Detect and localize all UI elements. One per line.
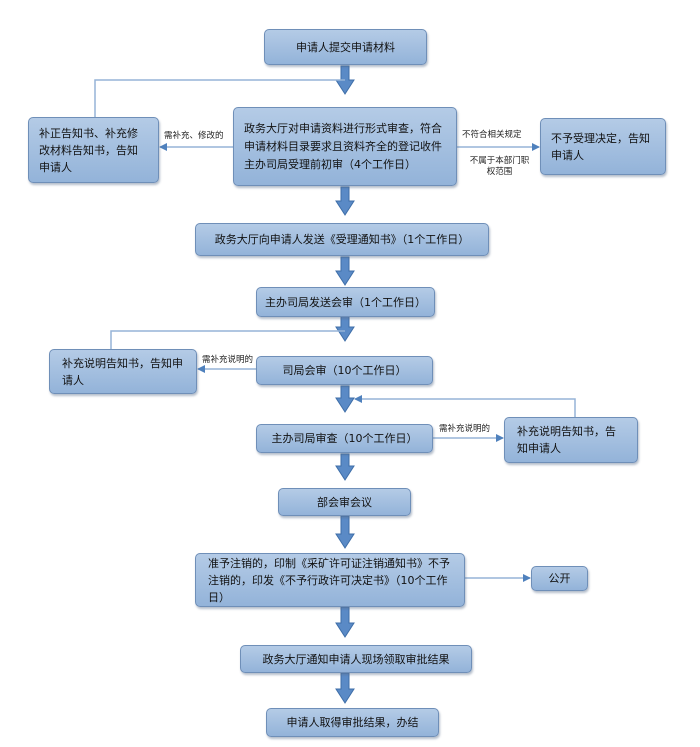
node-supplement-notice-right: 补充说明告知书，告知申请人 bbox=[504, 417, 638, 463]
node-notify-collect: 政务大厅通知申请人现场领取审批结果 bbox=[240, 645, 472, 673]
node-formal-review-text: 政务大厅对申请资料进行形式审查，符合申请材料目录要求且资料齐全的登记收件主办司局… bbox=[244, 121, 442, 171]
node-correction-notice: 补正告知书、补充修改材料告知书，告知申请人 bbox=[28, 117, 159, 183]
explain-left-return-line bbox=[110, 330, 345, 349]
down-arrow-9 bbox=[335, 672, 355, 704]
node-correction-notice-text: 补正告知书、补充修改材料告知书，告知申请人 bbox=[39, 126, 138, 174]
node-decision: 准予注销的，印制《采矿许可证注销通知书》不予注销的，印发《不予行政许可决定书》（… bbox=[195, 553, 465, 607]
down-arrow-8 bbox=[335, 606, 355, 638]
correction-return-line bbox=[94, 79, 345, 117]
node-notify-collect-text: 政务大厅通知申请人现场领取审批结果 bbox=[262, 652, 450, 666]
node-decision-text: 准予注销的，印制《采矿许可证注销通知书》不予注销的，印发《不予行政许可决定书》（… bbox=[208, 556, 450, 604]
label-not-compliant: 不符合相关规定 bbox=[462, 130, 522, 140]
node-not-accepted-text: 不予受理决定，告知申请人 bbox=[551, 131, 650, 162]
node-acceptance-notice-text: 政务大厅向申请人发送《受理通知书》（1个工作日） bbox=[214, 233, 470, 246]
node-submit-text: 申请人提交申请材料 bbox=[296, 40, 395, 54]
node-bureau-joint-review-text: 司局会审（10个工作日） bbox=[282, 364, 407, 377]
node-submit: 申请人提交申请材料 bbox=[264, 29, 427, 65]
node-obtain-result-text: 申请人取得审批结果，办结 bbox=[286, 716, 419, 729]
node-supplement-notice-right-text: 补充说明告知书，告知申请人 bbox=[517, 425, 616, 455]
label-need-explanation-right: 需补充说明的 bbox=[439, 424, 491, 434]
label-need-correction: 需补充、修改的 bbox=[164, 131, 224, 141]
node-publicize-text: 公开 bbox=[548, 572, 571, 585]
down-arrow-2 bbox=[335, 186, 355, 216]
node-publicize: 公开 bbox=[531, 566, 588, 591]
node-send-joint-review: 主办司局发送会审（1个工作日） bbox=[256, 287, 435, 317]
node-ministry-meeting-text: 部会审会议 bbox=[317, 495, 372, 509]
down-arrow-7 bbox=[335, 515, 355, 549]
node-send-joint-review-text: 主办司局发送会审（1个工作日） bbox=[265, 295, 426, 309]
node-bureau-joint-review: 司局会审（10个工作日） bbox=[256, 356, 433, 385]
node-formal-review: 政务大厅对申请资料进行形式审查，符合申请材料目录要求且资料齐全的登记收件主办司局… bbox=[233, 107, 457, 186]
node-not-accepted: 不予受理决定，告知申请人 bbox=[540, 118, 666, 175]
node-supplement-notice-left-text: 补充说明告知书，告知申请人 bbox=[62, 356, 183, 387]
down-arrow-5 bbox=[335, 385, 355, 413]
down-arrow-4 bbox=[335, 314, 355, 342]
down-arrow-6 bbox=[335, 453, 355, 481]
down-arrow-3 bbox=[335, 256, 355, 286]
explain-right-return-line bbox=[354, 395, 576, 417]
label-out-of-scope: 不属于本部门职 权范围 bbox=[469, 156, 530, 177]
node-acceptance-notice: 政务大厅向申请人发送《受理通知书》（1个工作日） bbox=[195, 223, 489, 256]
node-supplement-notice-left: 补充说明告知书，告知申请人 bbox=[49, 349, 197, 394]
label-need-explanation-left: 需补充说明的 bbox=[202, 355, 254, 365]
node-obtain-result: 申请人取得审批结果，办结 bbox=[266, 708, 439, 737]
node-lead-bureau-review: 主办司局审查（10个工作日） bbox=[256, 424, 433, 453]
node-ministry-meeting: 部会审会议 bbox=[278, 488, 411, 516]
node-lead-bureau-review-text: 主办司局审查（10个工作日） bbox=[271, 432, 418, 445]
